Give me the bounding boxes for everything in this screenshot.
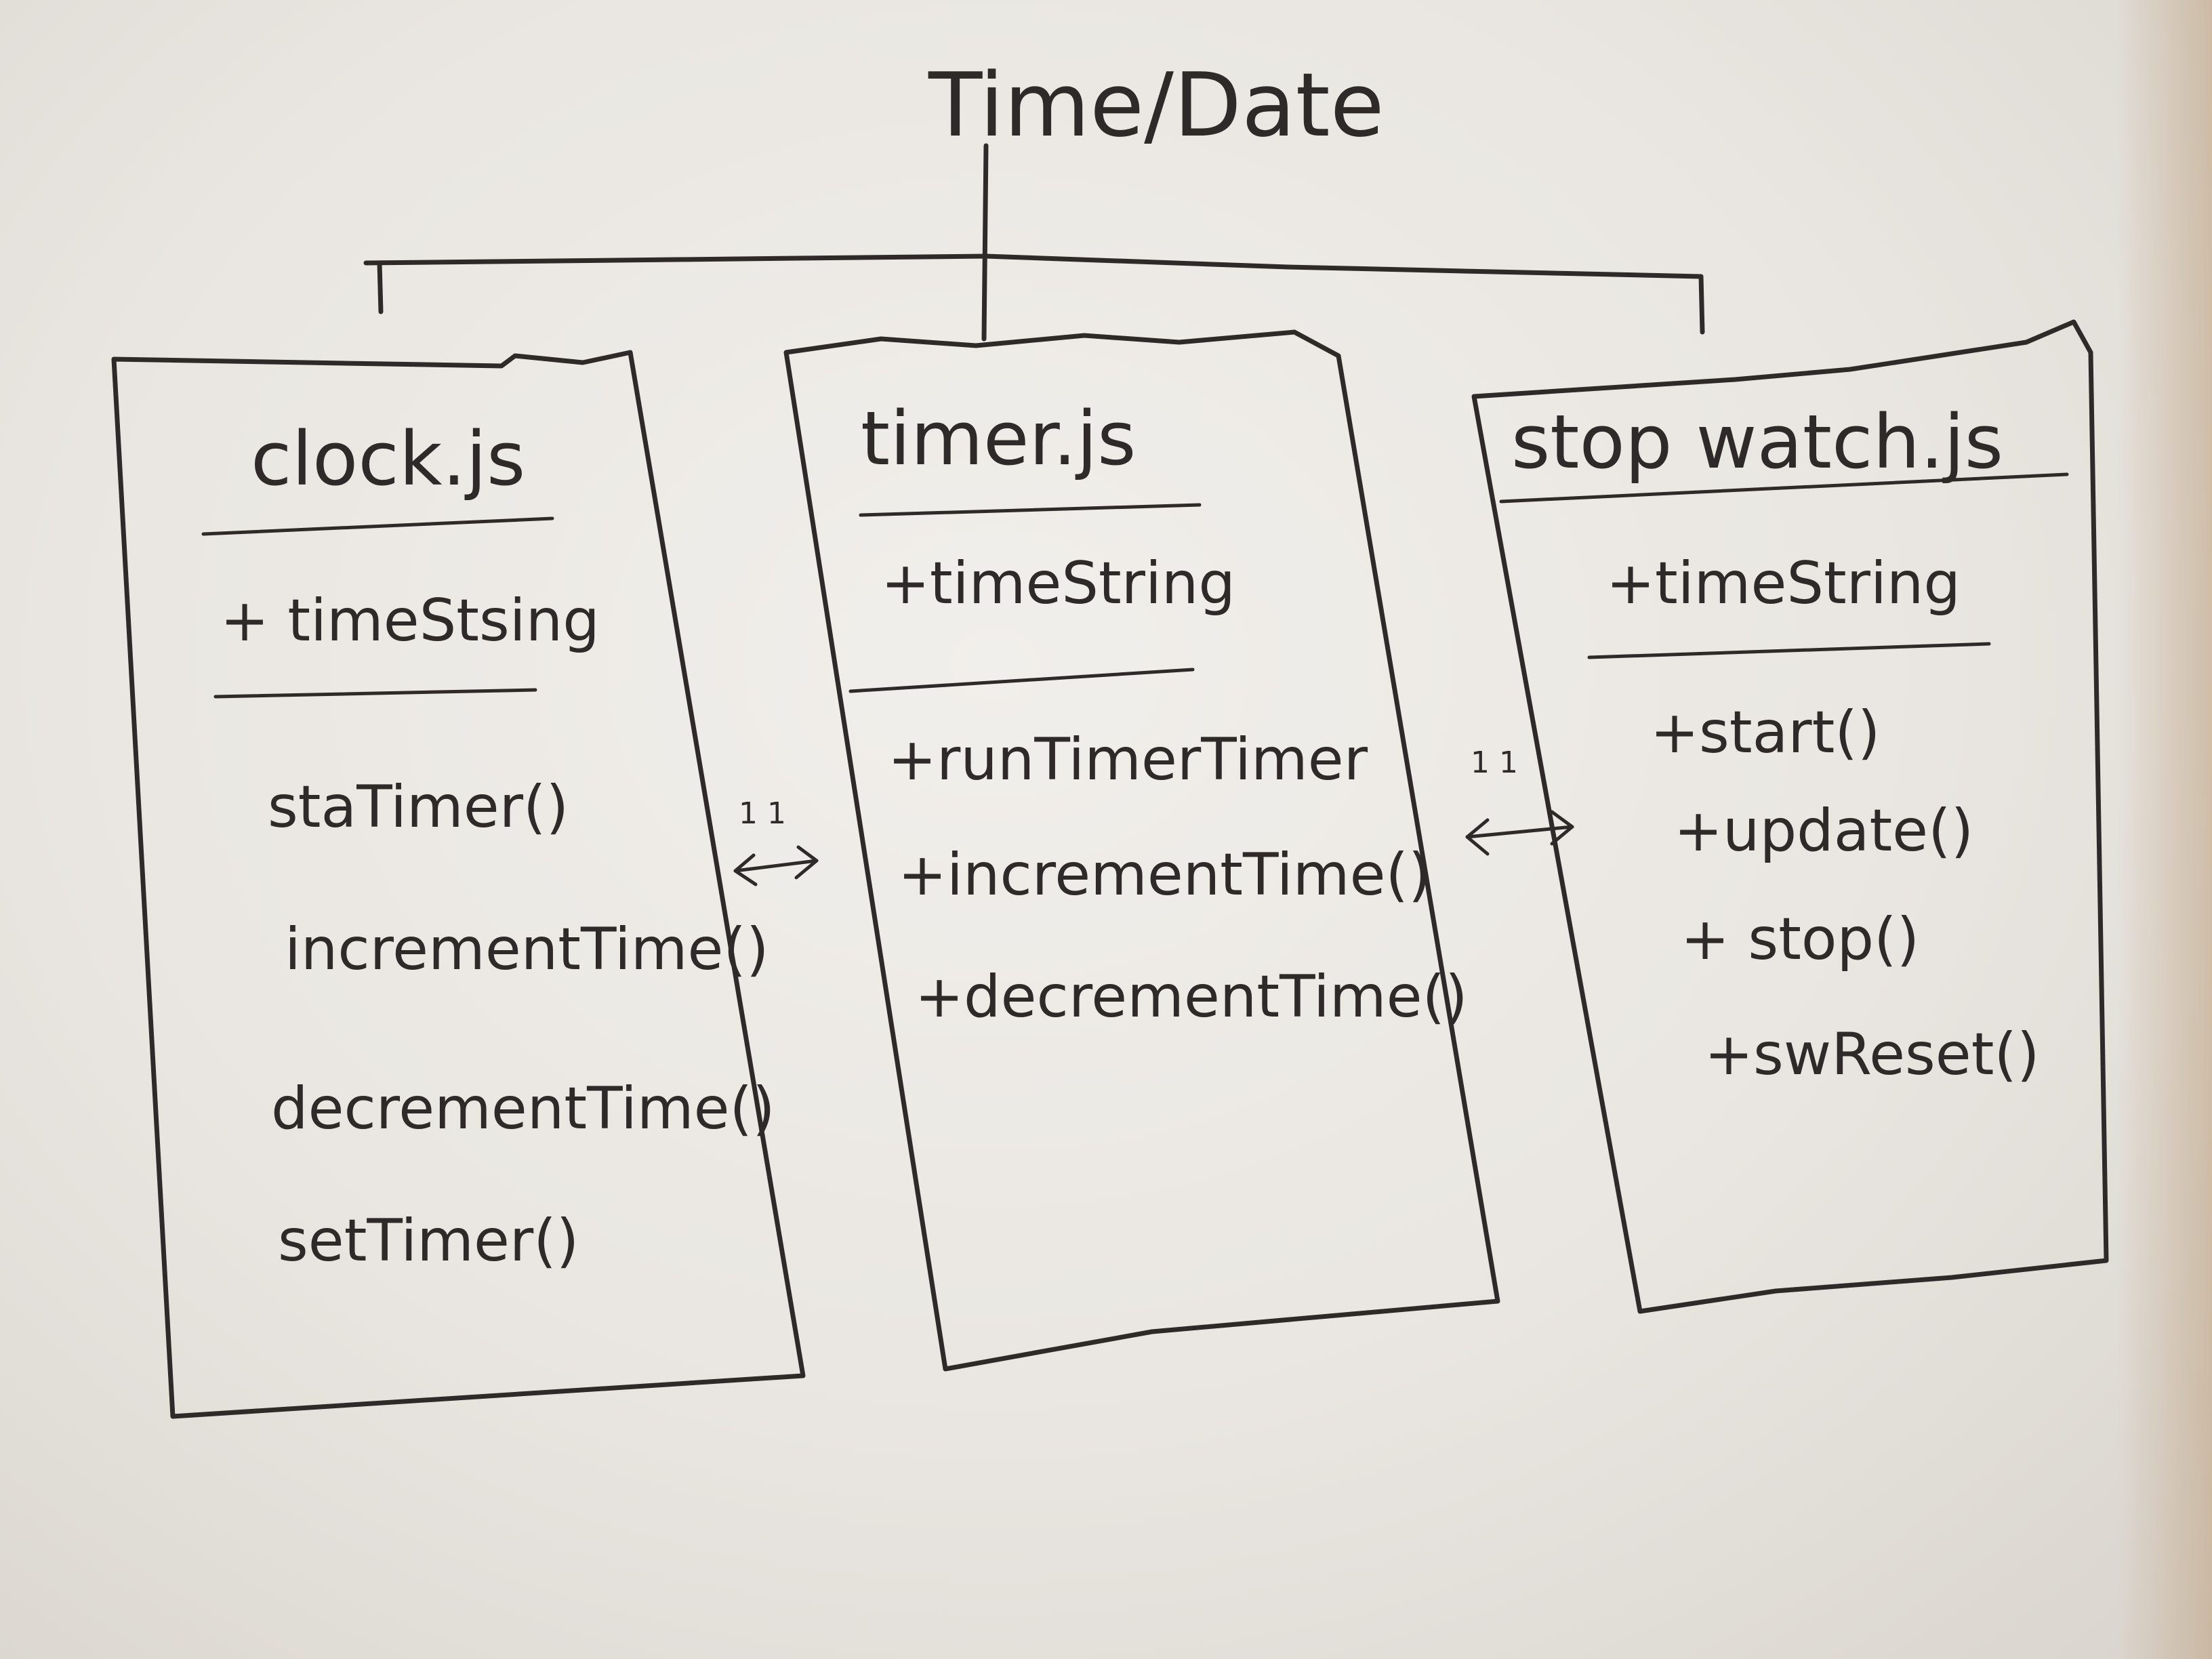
class-method: +update()	[1674, 797, 1973, 865]
class-box-outline	[111, 350, 806, 1419]
class-method: decrementTime()	[271, 1075, 775, 1143]
class-method: staTimer()	[268, 773, 569, 841]
class-method: +incrementTime()	[898, 841, 1431, 909]
class-box-timer: timer.js +timeString +runTimerTimer +inc…	[783, 329, 1500, 1372]
root-title: Time/Date	[928, 54, 1385, 157]
class-name: timer.js	[861, 395, 1136, 482]
association-timer-stopwatch: 1 1	[1465, 745, 1574, 856]
arrowhead-right	[1550, 810, 1574, 846]
association-clock-timer: 1 1	[733, 796, 819, 886]
class-method: + stop()	[1681, 905, 1919, 973]
class-box-outline	[783, 329, 1500, 1372]
class-attribute: +timeString	[881, 550, 1235, 617]
branch-drop-clock	[377, 260, 384, 314]
association-multiplicity: 1 1	[739, 796, 786, 831]
class-box-stopwatch: stop watch.js +timeString +start() +upda…	[1471, 319, 2109, 1314]
class-box-outline	[1471, 319, 2109, 1314]
attribute-divider	[848, 668, 1195, 693]
branch-drop-stopwatch	[1698, 274, 1705, 335]
association-multiplicity: 1 1	[1471, 745, 1518, 780]
class-method: incrementTime()	[285, 916, 769, 983]
class-name: stop watch.js	[1511, 398, 2003, 485]
arrowhead-right	[794, 845, 819, 880]
class-method: +decrementTime()	[915, 963, 1468, 1031]
class-attribute: +timeString	[1606, 550, 1961, 617]
branch-horizontal-line	[363, 253, 1704, 279]
class-method: setTimer()	[278, 1207, 579, 1275]
association-line	[1465, 825, 1574, 839]
arrowhead-left	[1465, 818, 1490, 856]
attribute-divider	[1587, 642, 1991, 659]
class-name-divider	[1499, 472, 2069, 504]
class-method: +start()	[1650, 699, 1880, 766]
class-name-divider	[859, 503, 1202, 517]
class-method: +swReset()	[1704, 1021, 2040, 1088]
attribute-divider	[213, 688, 537, 699]
class-attribute: + timeStsing	[220, 587, 600, 655]
arrowhead-left	[733, 853, 758, 886]
class-name-divider	[201, 516, 554, 536]
class-method: +runTimerTimer	[888, 726, 1368, 794]
association-line	[733, 859, 819, 873]
class-name: clock.js	[251, 415, 525, 502]
hierarchy-connectors	[363, 143, 1705, 342]
class-box-clock: clock.js + timeStsing staTimer() increme…	[111, 350, 806, 1419]
root-trunk-line	[981, 143, 989, 342]
